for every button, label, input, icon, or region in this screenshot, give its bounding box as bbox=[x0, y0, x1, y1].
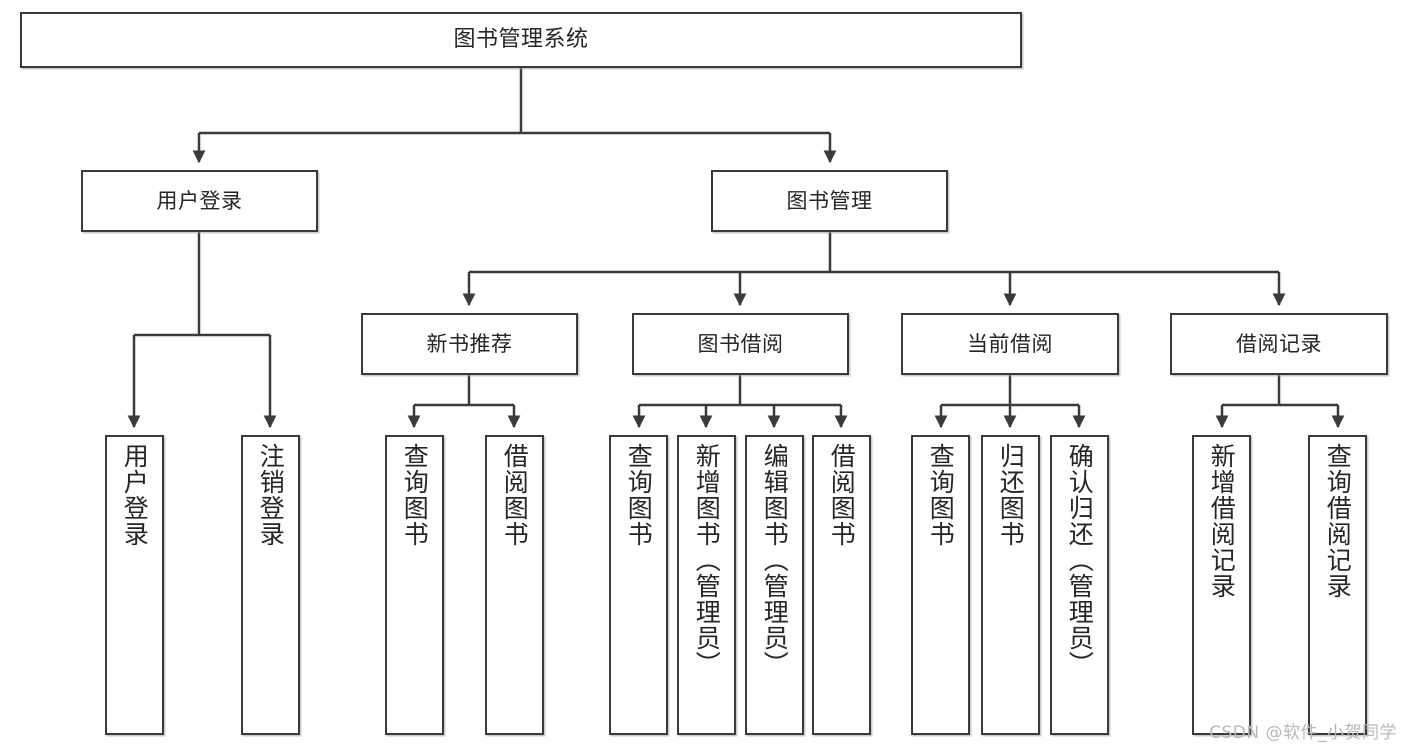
node-leaf-query-book-1[interactable]: 查询图书 bbox=[385, 435, 444, 735]
node-label: 新增借阅记录 bbox=[1207, 443, 1237, 599]
node-label: 图书管理 bbox=[786, 188, 873, 213]
node-label: 查询借阅记录 bbox=[1323, 443, 1353, 599]
node-leaf-query-book-3[interactable]: 查询图书 bbox=[911, 435, 970, 735]
node-label: 查询图书 bbox=[400, 443, 430, 547]
node-label: 查询图书 bbox=[624, 443, 654, 547]
node-leaf-edit-book[interactable]: 编辑图书（管理员） bbox=[745, 435, 804, 735]
node-label: 借阅图书 bbox=[827, 443, 857, 547]
node-label: 注销登录 bbox=[256, 443, 286, 547]
node-label: 新增图书（管理员） bbox=[692, 443, 722, 677]
node-book-borrow[interactable]: 图书借阅 bbox=[632, 313, 849, 375]
node-leaf-logout-login[interactable]: 注销登录 bbox=[241, 435, 300, 735]
node-label: 归还图书 bbox=[996, 443, 1026, 547]
node-leaf-confirm-return[interactable]: 确认归还（管理员） bbox=[1050, 435, 1109, 735]
node-leaf-add-record[interactable]: 新增借阅记录 bbox=[1192, 435, 1251, 735]
node-label: 图书管理系统 bbox=[453, 27, 589, 53]
node-label: 查询图书 bbox=[926, 443, 956, 547]
csdn-watermark: CSDN @软件_小贺同学 bbox=[1209, 723, 1397, 743]
node-label: 用户登录 bbox=[120, 443, 150, 547]
node-label: 借阅记录 bbox=[1236, 331, 1322, 356]
node-leaf-query-book-2[interactable]: 查询图书 bbox=[609, 435, 668, 735]
node-leaf-return-book[interactable]: 归还图书 bbox=[981, 435, 1040, 735]
node-borrow-record[interactable]: 借阅记录 bbox=[1170, 313, 1388, 375]
node-user-login[interactable]: 用户登录 bbox=[81, 170, 318, 232]
node-leaf-query-record[interactable]: 查询借阅记录 bbox=[1308, 435, 1367, 735]
node-leaf-borrow-book-2[interactable]: 借阅图书 bbox=[812, 435, 871, 735]
node-book-management-system[interactable]: 图书管理系统 bbox=[20, 12, 1022, 68]
node-new-book-recommend[interactable]: 新书推荐 bbox=[361, 313, 578, 375]
node-label: 编辑图书（管理员） bbox=[760, 443, 790, 677]
node-label: 确认归还（管理员） bbox=[1065, 443, 1095, 677]
node-label: 借阅图书 bbox=[500, 443, 530, 547]
node-current-borrow[interactable]: 当前借阅 bbox=[901, 313, 1119, 375]
node-label: 图书借阅 bbox=[697, 331, 784, 356]
node-leaf-add-book[interactable]: 新增图书（管理员） bbox=[677, 435, 736, 735]
node-leaf-borrow-book-1[interactable]: 借阅图书 bbox=[485, 435, 544, 735]
node-label: 用户登录 bbox=[156, 188, 243, 213]
node-leaf-user-login[interactable]: 用户登录 bbox=[105, 435, 164, 735]
node-label: 新书推荐 bbox=[426, 331, 513, 356]
node-label: 当前借阅 bbox=[967, 331, 1053, 356]
node-book-management[interactable]: 图书管理 bbox=[711, 170, 948, 232]
